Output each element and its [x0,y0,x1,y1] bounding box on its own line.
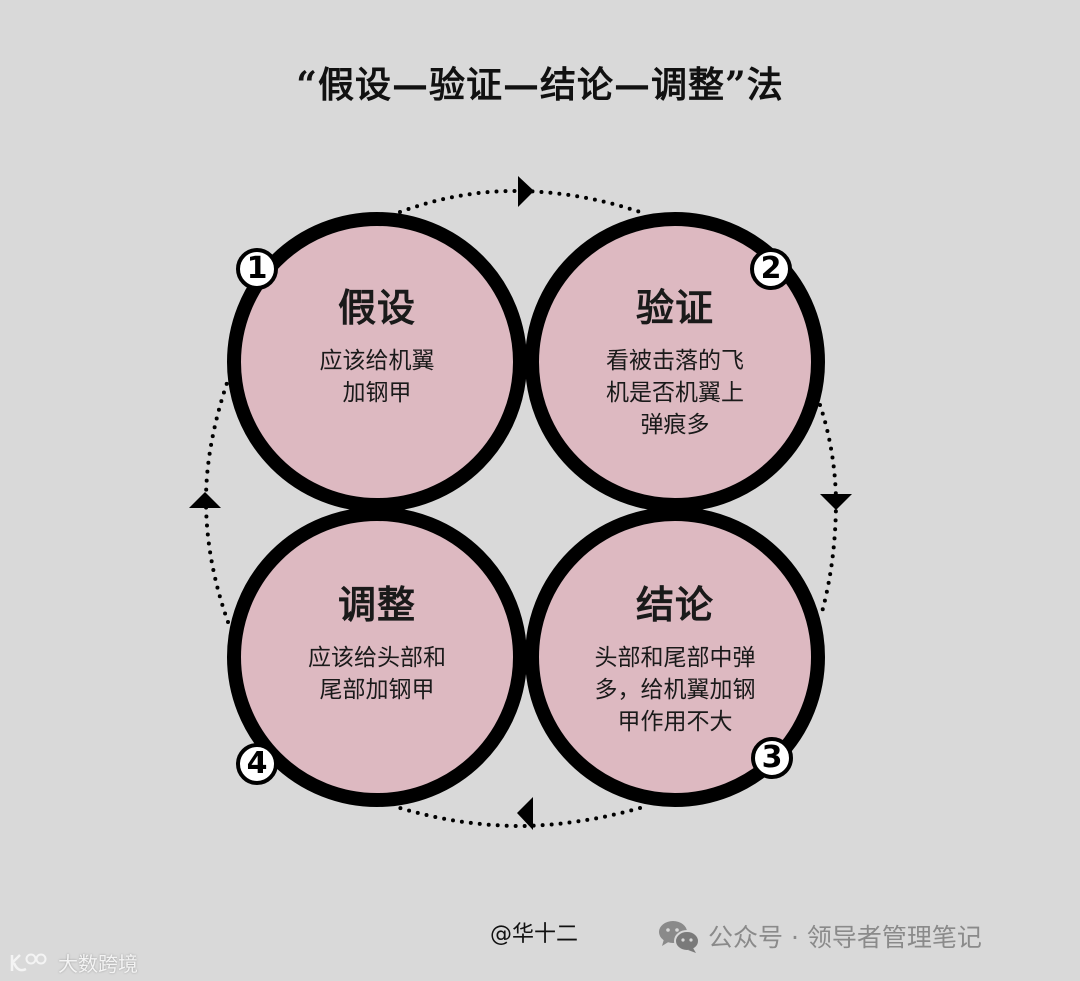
step-body-line: 弹痕多 [640,412,710,438]
wechat-watermark: 公众号 · 领导者管理笔记 [658,918,982,954]
brand-watermark: 大数跨境 [8,948,138,977]
kuo-logo-icon [10,953,47,971]
arrow-right-icon [518,176,534,207]
circle-verification [525,212,825,512]
step-body-line: 应该给头部和 [308,645,446,671]
step-body-line: 头部和尾部中弹 [594,645,756,671]
wechat-icon [659,921,700,953]
step-number-badge: 2 [750,248,792,290]
step-number-badge: 1 [236,248,278,290]
step-hypothesis: 假设 应该给机翼 加钢甲 [257,285,497,409]
step-heading: 结论 [635,582,714,627]
step-body: 应该给机翼 加钢甲 [257,345,497,409]
arrow-left-icon [517,797,533,830]
diagram-title: “假设—验证—结论—调整”法 [296,64,784,106]
brand-label: 大数跨境 [58,952,138,976]
step-heading: 调整 [337,582,416,627]
step-number-badge: 4 [236,743,278,785]
step-body-line: 看被击落的飞 [606,348,744,374]
step-adjustment: 调整 应该给头部和 尾部加钢甲 [257,582,497,706]
step-body-line: 尾部加钢甲 [319,677,435,703]
circle-hypothesis [227,212,527,512]
step-body: 应该给头部和 尾部加钢甲 [257,642,497,706]
wechat-account-label: 公众号 · 领导者管理笔记 [708,923,982,952]
step-heading: 验证 [635,285,714,330]
step-heading: 假设 [337,285,416,330]
step-conclusion: 结论 头部和尾部中弹 多，给机翼加钢 甲作用不大 [555,582,795,738]
step-body-line: 多，给机翼加钢 [594,677,756,703]
step-body: 头部和尾部中弹 多，给机翼加钢 甲作用不大 [555,642,795,738]
step-verification: 验证 看被击落的飞 机是否机翼上 弹痕多 [555,285,795,441]
circle-adjustment [227,507,527,807]
step-body: 看被击落的飞 机是否机翼上 弹痕多 [555,345,795,441]
arrow-up-icon [189,492,221,508]
step-number-badge: 3 [751,737,793,779]
circle-conclusion [525,507,825,807]
circles [227,212,825,807]
step-body-line: 应该给机翼 [319,348,435,374]
arrow-down-icon [820,494,852,510]
step-body-line: 加钢甲 [342,380,412,406]
step-body-line: 甲作用不大 [617,709,733,735]
step-body-line: 机是否机翼上 [606,380,744,406]
author-credit: @华十二 [490,922,579,947]
